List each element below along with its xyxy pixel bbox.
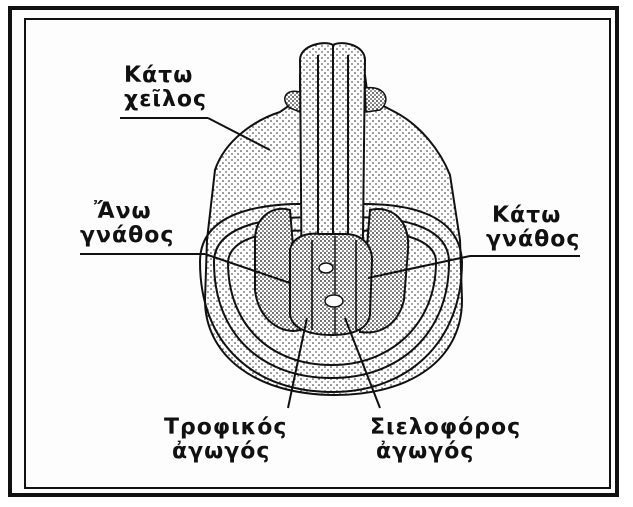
label-lower-jaw-line2: γνάθος xyxy=(486,228,580,252)
label-lower-jaw-line1: Κάτω xyxy=(486,204,580,228)
label-lower-lip-line1: Κάτω xyxy=(124,64,207,88)
label-lower-lip-line2: χεῖλος xyxy=(124,88,207,112)
label-lower-jaw: Κάτω γνάθος xyxy=(486,204,580,252)
right-knob xyxy=(365,88,386,112)
label-upper-jaw-line2: γνάθος xyxy=(80,224,174,248)
label-food-duct-line1: Τροφικός xyxy=(164,416,287,440)
label-food-duct: Τροφικός ἀγωγός xyxy=(164,416,287,464)
label-salivary-duct: Σιελοφόρος ἀγωγός xyxy=(370,416,521,464)
label-lower-lip: Κάτω χεῖλος xyxy=(124,64,207,112)
label-salivary-duct-line2: ἀγωγός xyxy=(370,440,521,464)
label-upper-jaw-line1: Ἄνω xyxy=(80,200,174,224)
label-food-duct-line2: ἀγωγός xyxy=(164,440,287,464)
label-upper-jaw: Ἄνω γνάθος xyxy=(80,200,174,248)
food-duct-opening xyxy=(319,263,333,273)
salivary-duct-opening xyxy=(325,295,343,307)
stylet-bundle xyxy=(290,234,372,335)
label-salivary-duct-line1: Σιελοφόρος xyxy=(370,416,521,440)
